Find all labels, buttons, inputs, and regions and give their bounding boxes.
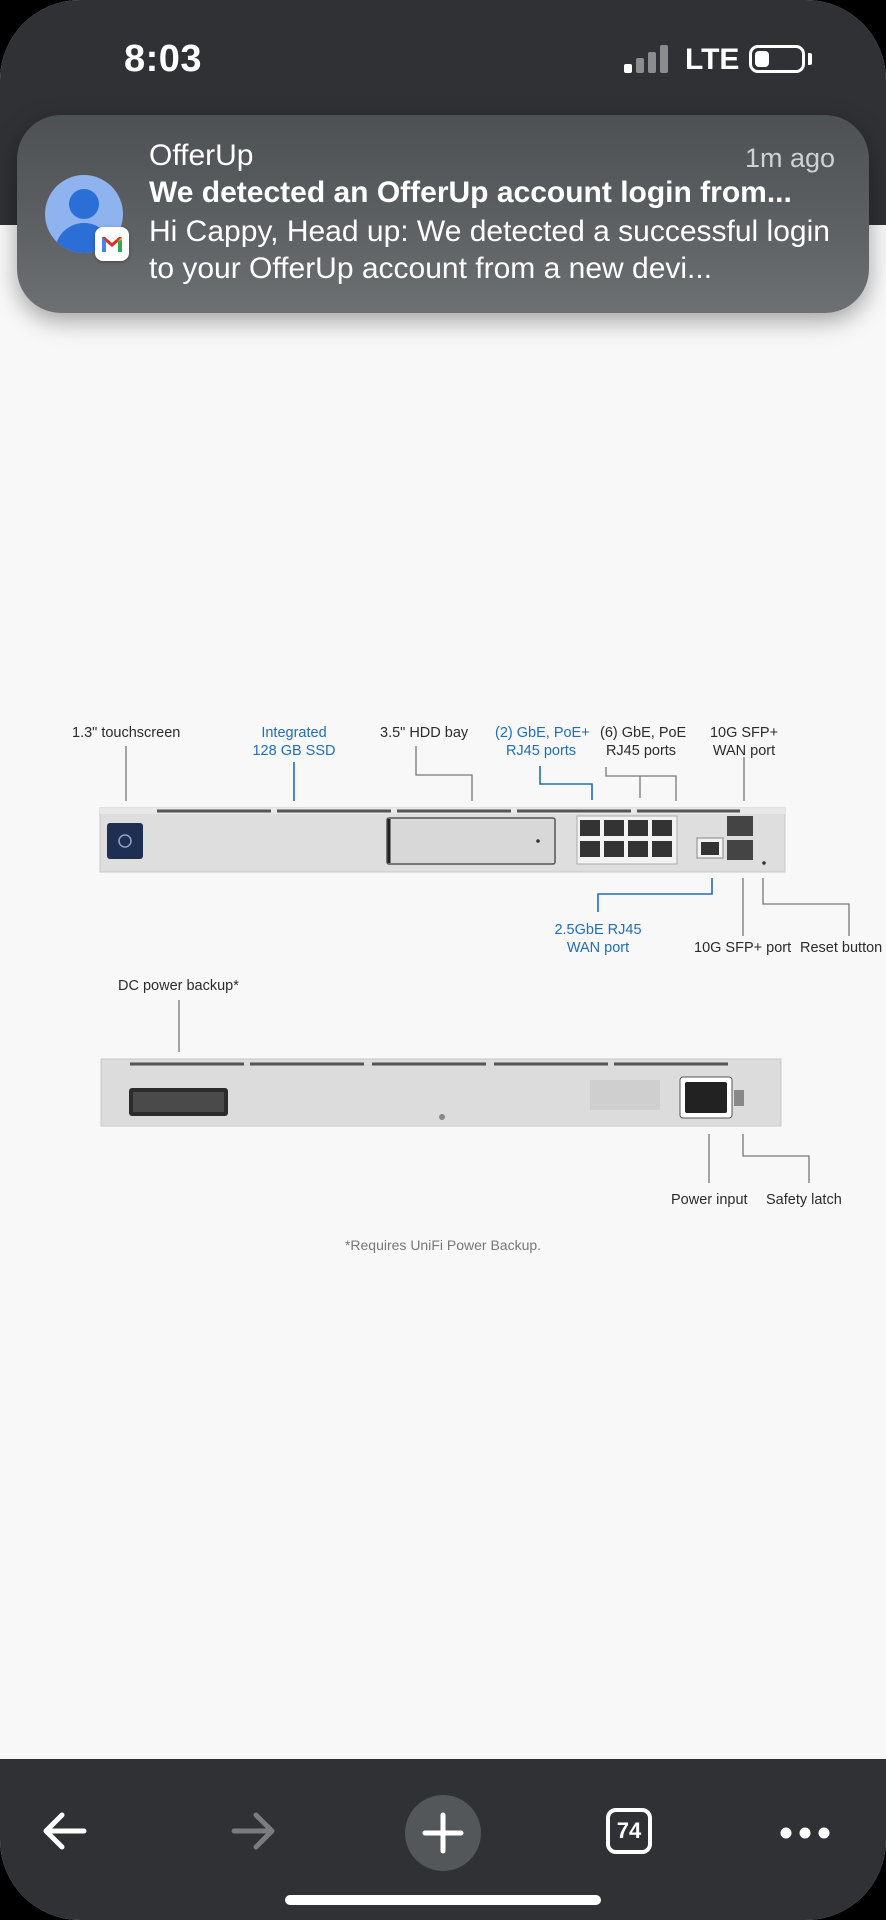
label-power-input: Power input <box>671 1192 748 1208</box>
label-poe-plus-line1: (2) GbE, PoE+ <box>495 725 590 741</box>
label-ssd: Integrated 128 GB SSD <box>252 724 336 760</box>
label-sfp-port: 10G SFP+ port <box>694 940 792 956</box>
label-poe-plus: (2) GbE, PoE+ RJ45 ports <box>495 724 590 760</box>
battery-icon <box>749 45 805 73</box>
label-hdd: 3.5" HDD bay <box>380 725 469 741</box>
label-sfp-wan-line1: 10G SFP+ <box>709 725 779 741</box>
device-illustration <box>99 746 850 1183</box>
network-type: LTE <box>685 43 740 76</box>
new-tab-button[interactable] <box>405 1795 481 1871</box>
signal-icon <box>624 45 670 73</box>
browser-toolbar: 74 <box>0 1759 886 1920</box>
notification-app-name: OfferUp <box>149 139 254 172</box>
more-icon[interactable] <box>780 1826 830 1844</box>
status-time: 8:03 <box>124 38 203 80</box>
label-poe: (6) GbE, PoE RJ45 ports <box>600 724 687 760</box>
tabs-count-button[interactable]: 74 <box>606 1808 652 1854</box>
notification-banner[interactable]: OfferUp 1m ago We detected an OfferUp ac… <box>17 115 869 313</box>
label-poe-line1: (6) GbE, PoE <box>600 725 687 741</box>
product-diagram: 1.3" touchscreen Integrated 128 GB SSD 3… <box>0 700 886 1260</box>
label-dc-backup: DC power backup* <box>118 978 239 994</box>
label-wan-25-line2: WAN port <box>566 940 630 956</box>
battery-tip <box>808 53 812 65</box>
label-touchscreen: 1.3" touchscreen <box>72 725 181 741</box>
label-ssd-line2: 128 GB SSD <box>252 743 336 759</box>
label-poe-line2: RJ45 ports <box>605 743 677 759</box>
home-indicator[interactable] <box>285 1895 601 1905</box>
notification-body: Hi Cappy, Head up: We detected a success… <box>149 215 830 285</box>
label-reset: Reset button <box>800 940 883 956</box>
label-sfp-wan: 10G SFP+ WAN port <box>705 724 783 760</box>
label-safety-latch: Safety latch <box>766 1192 842 1208</box>
label-ssd-line1: Integrated <box>261 725 327 741</box>
notification-time: 1m ago <box>744 143 835 173</box>
notification-title: We detected an OfferUp account login fro… <box>149 176 792 209</box>
back-arrow-icon[interactable] <box>40 1811 88 1856</box>
label-wan-25-line1: 2.5GbE RJ45 <box>554 922 642 938</box>
plus-icon <box>422 1812 464 1854</box>
label-wan-25: 2.5GbE RJ45 WAN port <box>551 921 645 957</box>
forward-arrow-icon[interactable] <box>230 1811 278 1856</box>
footnote: *Requires UniFi Power Backup. <box>344 1237 542 1253</box>
label-poe-plus-line2: RJ45 ports <box>505 743 577 759</box>
label-sfp-wan-line2: WAN port <box>712 743 776 759</box>
gmail-icon <box>95 227 129 261</box>
